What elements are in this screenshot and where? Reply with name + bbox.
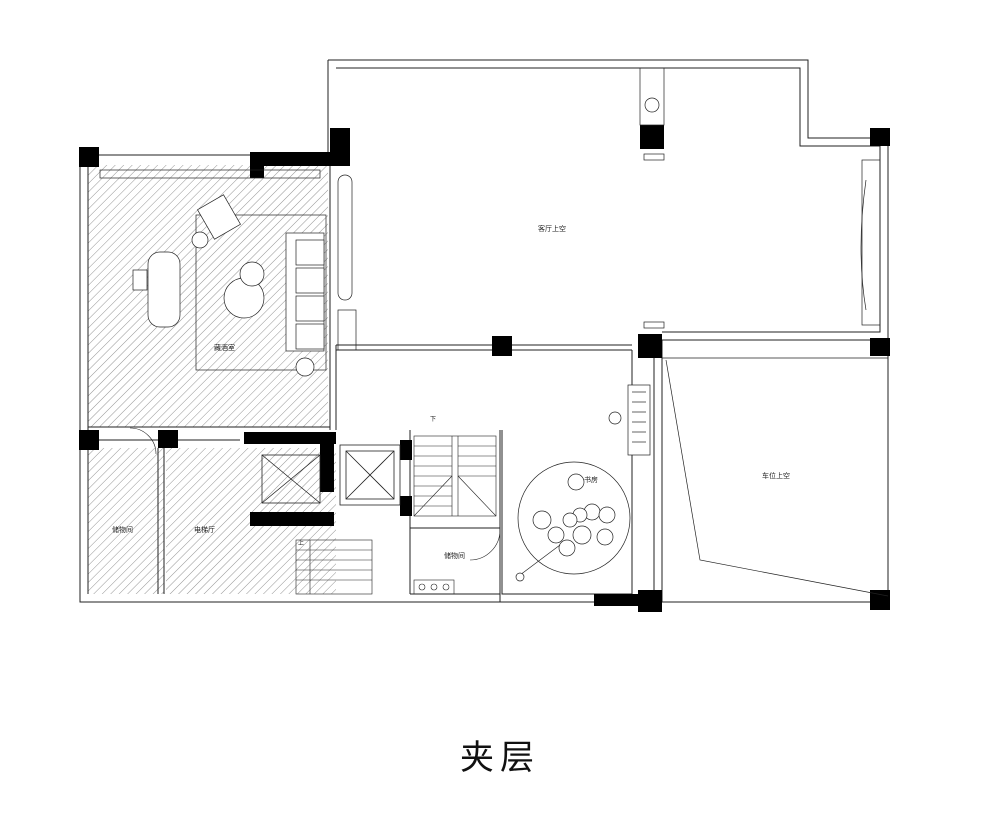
- label-living-void: 客厅上空: [538, 224, 566, 233]
- label-study: 书房: [584, 475, 598, 484]
- label-elevator-hall: 电梯厅: [194, 525, 215, 534]
- label-stair-up: 上: [298, 539, 304, 547]
- label-storage-mid: 储物间: [444, 551, 465, 560]
- stairs: [295, 435, 497, 595]
- structural-columns: [79, 125, 890, 612]
- living-void-fixtures: [337, 67, 881, 351]
- parking-void-lines: [662, 357, 889, 597]
- label-storage-left: 储物间: [112, 525, 133, 534]
- elevator-shafts: [261, 444, 401, 506]
- label-parking-void: 车位上空: [762, 471, 790, 480]
- wine-room-furniture: [99, 169, 327, 377]
- storage-mid-fixtures: [129, 427, 501, 595]
- label-wine-room: 藏酒室: [214, 343, 235, 352]
- floor-title: 夹层: [460, 738, 540, 778]
- outer-walls: [79, 59, 889, 603]
- label-stair-down: 下: [430, 416, 436, 423]
- study-furniture: [515, 384, 651, 582]
